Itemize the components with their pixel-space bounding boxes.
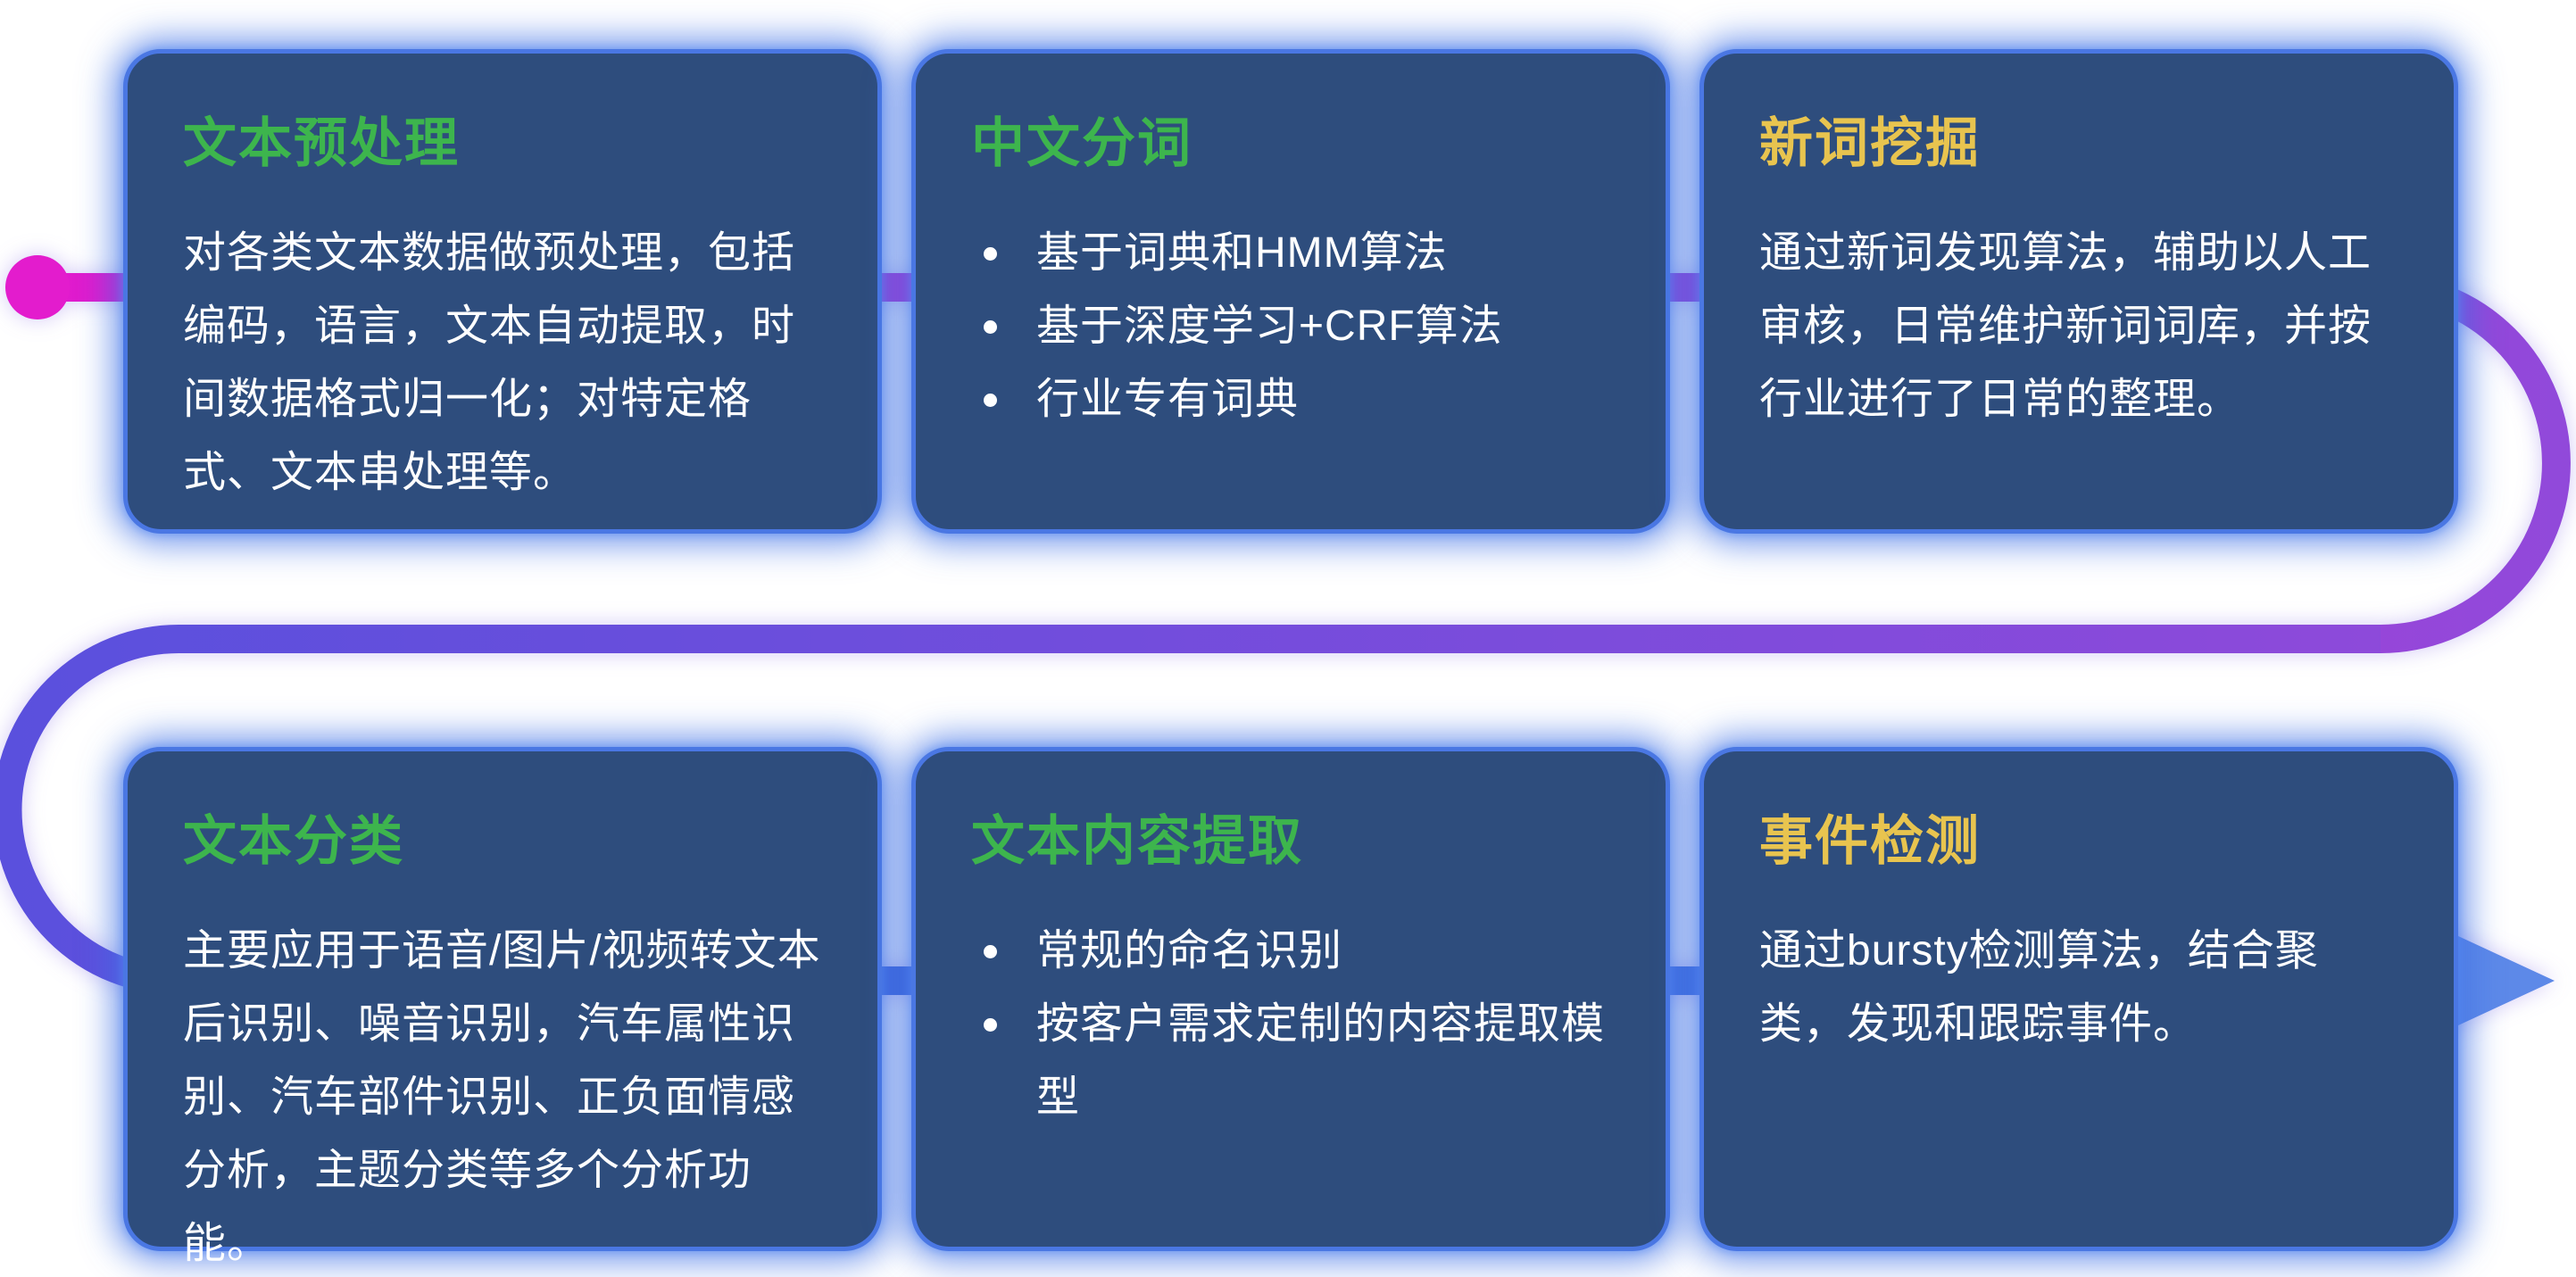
- bullet-text: 基于深度学习+CRF算法: [1036, 303, 1503, 351]
- card-event-detection: 事件检测 通过bursty检测算法，结合聚类，发现和跟踪事件。: [1699, 747, 2458, 1251]
- bullet-text: 按客户需求定制的内容提取模型: [1036, 1000, 1606, 1122]
- bullet-dot-icon: [984, 945, 997, 958]
- bullet-item: 行业专有词典: [971, 363, 1612, 436]
- bullet-dot-icon: [984, 394, 997, 408]
- bullet-list: 基于词典和HMM算法 基于深度学习+CRF算法 行业专有词典: [971, 217, 1612, 436]
- bullet-item: 基于深度学习+CRF算法: [971, 290, 1612, 363]
- card-body: 对各类文本数据做预处理，包括编码，语言，文本自动提取，时间数据格式归一化；对特定…: [183, 229, 796, 497]
- card-title: 文本预处理: [183, 113, 460, 173]
- card-body: 通过新词发现算法，辅助以人工审核，日常维护新词词库，并按行业进行了日常的整理。: [1759, 229, 2372, 424]
- flow-start-dot: [5, 255, 70, 319]
- bullet-dot-icon: [984, 320, 997, 335]
- card-text-classification: 文本分类 主要应用于语音/图片/视频转文本后识别、噪音识别，汽车属性识别、汽车部…: [123, 747, 882, 1267]
- bullet-dot-icon: [984, 247, 997, 261]
- bullet-dot-icon: [984, 1018, 997, 1032]
- card-title: 文本内容提取: [971, 811, 1303, 871]
- card-body: 通过bursty检测算法，结合聚类，发现和跟踪事件。: [1759, 927, 2319, 1049]
- card-body: 主要应用于语音/图片/视频转文本后识别、噪音识别，汽车属性识别、汽车部件识别、正…: [183, 927, 821, 1268]
- bullet-text: 行业专有词典: [1036, 376, 1300, 424]
- bullet-item: 按客户需求定制的内容提取模型: [971, 988, 1612, 1134]
- flow-line-stage2: [0, 625, 2381, 995]
- card-new-word-mining: 新词挖掘 通过新词发现算法，辅助以人工审核，日常维护新词词库，并按行业进行了日常…: [1699, 49, 2458, 534]
- card-text-preprocessing: 文本预处理 对各类文本数据做预处理，包括编码，语言，文本自动提取，时间数据格式归…: [123, 49, 882, 534]
- bullet-text: 常规的命名识别: [1036, 927, 1343, 974]
- right-arrow-icon: [2433, 925, 2555, 1037]
- card-title: 新词挖掘: [1759, 113, 1981, 173]
- card-text-content-extraction: 文本内容提取 常规的命名识别 按客户需求定制的内容提取模型: [911, 747, 1670, 1251]
- bullet-item: 常规的命名识别: [971, 915, 1612, 988]
- card-title: 事件检测: [1759, 811, 1981, 871]
- card-title: 中文分词: [971, 113, 1192, 173]
- bullet-list: 常规的命名识别 按客户需求定制的内容提取模型: [971, 915, 1612, 1134]
- card-chinese-word-segmentation: 中文分词 基于词典和HMM算法 基于深度学习+CRF算法 行业专有词典: [911, 49, 1670, 534]
- card-title: 文本分类: [183, 811, 404, 871]
- bullet-text: 基于词典和HMM算法: [1036, 229, 1448, 277]
- bullet-item: 基于词典和HMM算法: [971, 217, 1612, 290]
